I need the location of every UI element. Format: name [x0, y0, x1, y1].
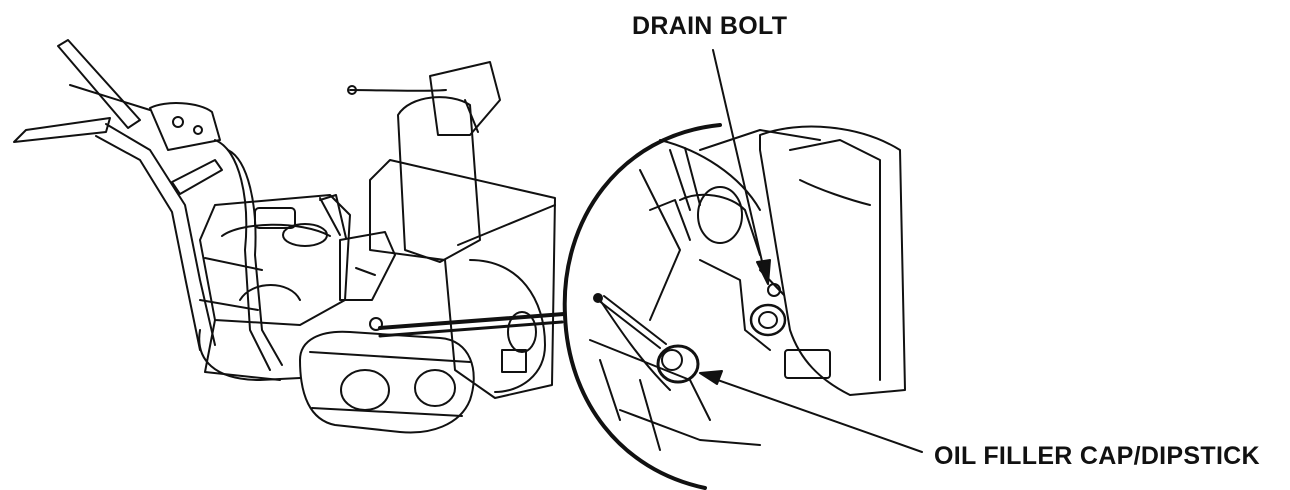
drain-bolt: [751, 270, 785, 335]
engine-body: [200, 195, 350, 325]
track-assembly: [300, 332, 474, 433]
oil-filler-arrow: [700, 371, 922, 452]
detail-boundary: [565, 125, 720, 488]
detail-leader-lines: [380, 314, 564, 336]
drain-bolt-arrow: [713, 50, 770, 284]
snowblower-overview: [14, 40, 555, 433]
left-handle-grip: [14, 118, 110, 142]
discharge-chute: [398, 97, 480, 262]
detail-view: [565, 125, 905, 488]
chute-control-rod: [350, 90, 446, 91]
right-handle-grip: [172, 160, 222, 194]
drain-bolt-label: DRAIN BOLT: [632, 12, 788, 40]
handlebar-right: [215, 140, 270, 370]
engine-block: [760, 127, 905, 395]
choke-lever: [340, 232, 395, 300]
oil-filler-cap-dipstick-label: OIL FILLER CAP/DIPSTICK: [934, 442, 1260, 470]
oil-filler-cap-dipstick: [594, 294, 698, 382]
upper-control-lever: [58, 40, 140, 128]
handlebar-left: [106, 124, 215, 345]
control-panel: [150, 103, 220, 150]
auger-housing: [370, 160, 555, 398]
chute-deflector: [430, 62, 500, 135]
